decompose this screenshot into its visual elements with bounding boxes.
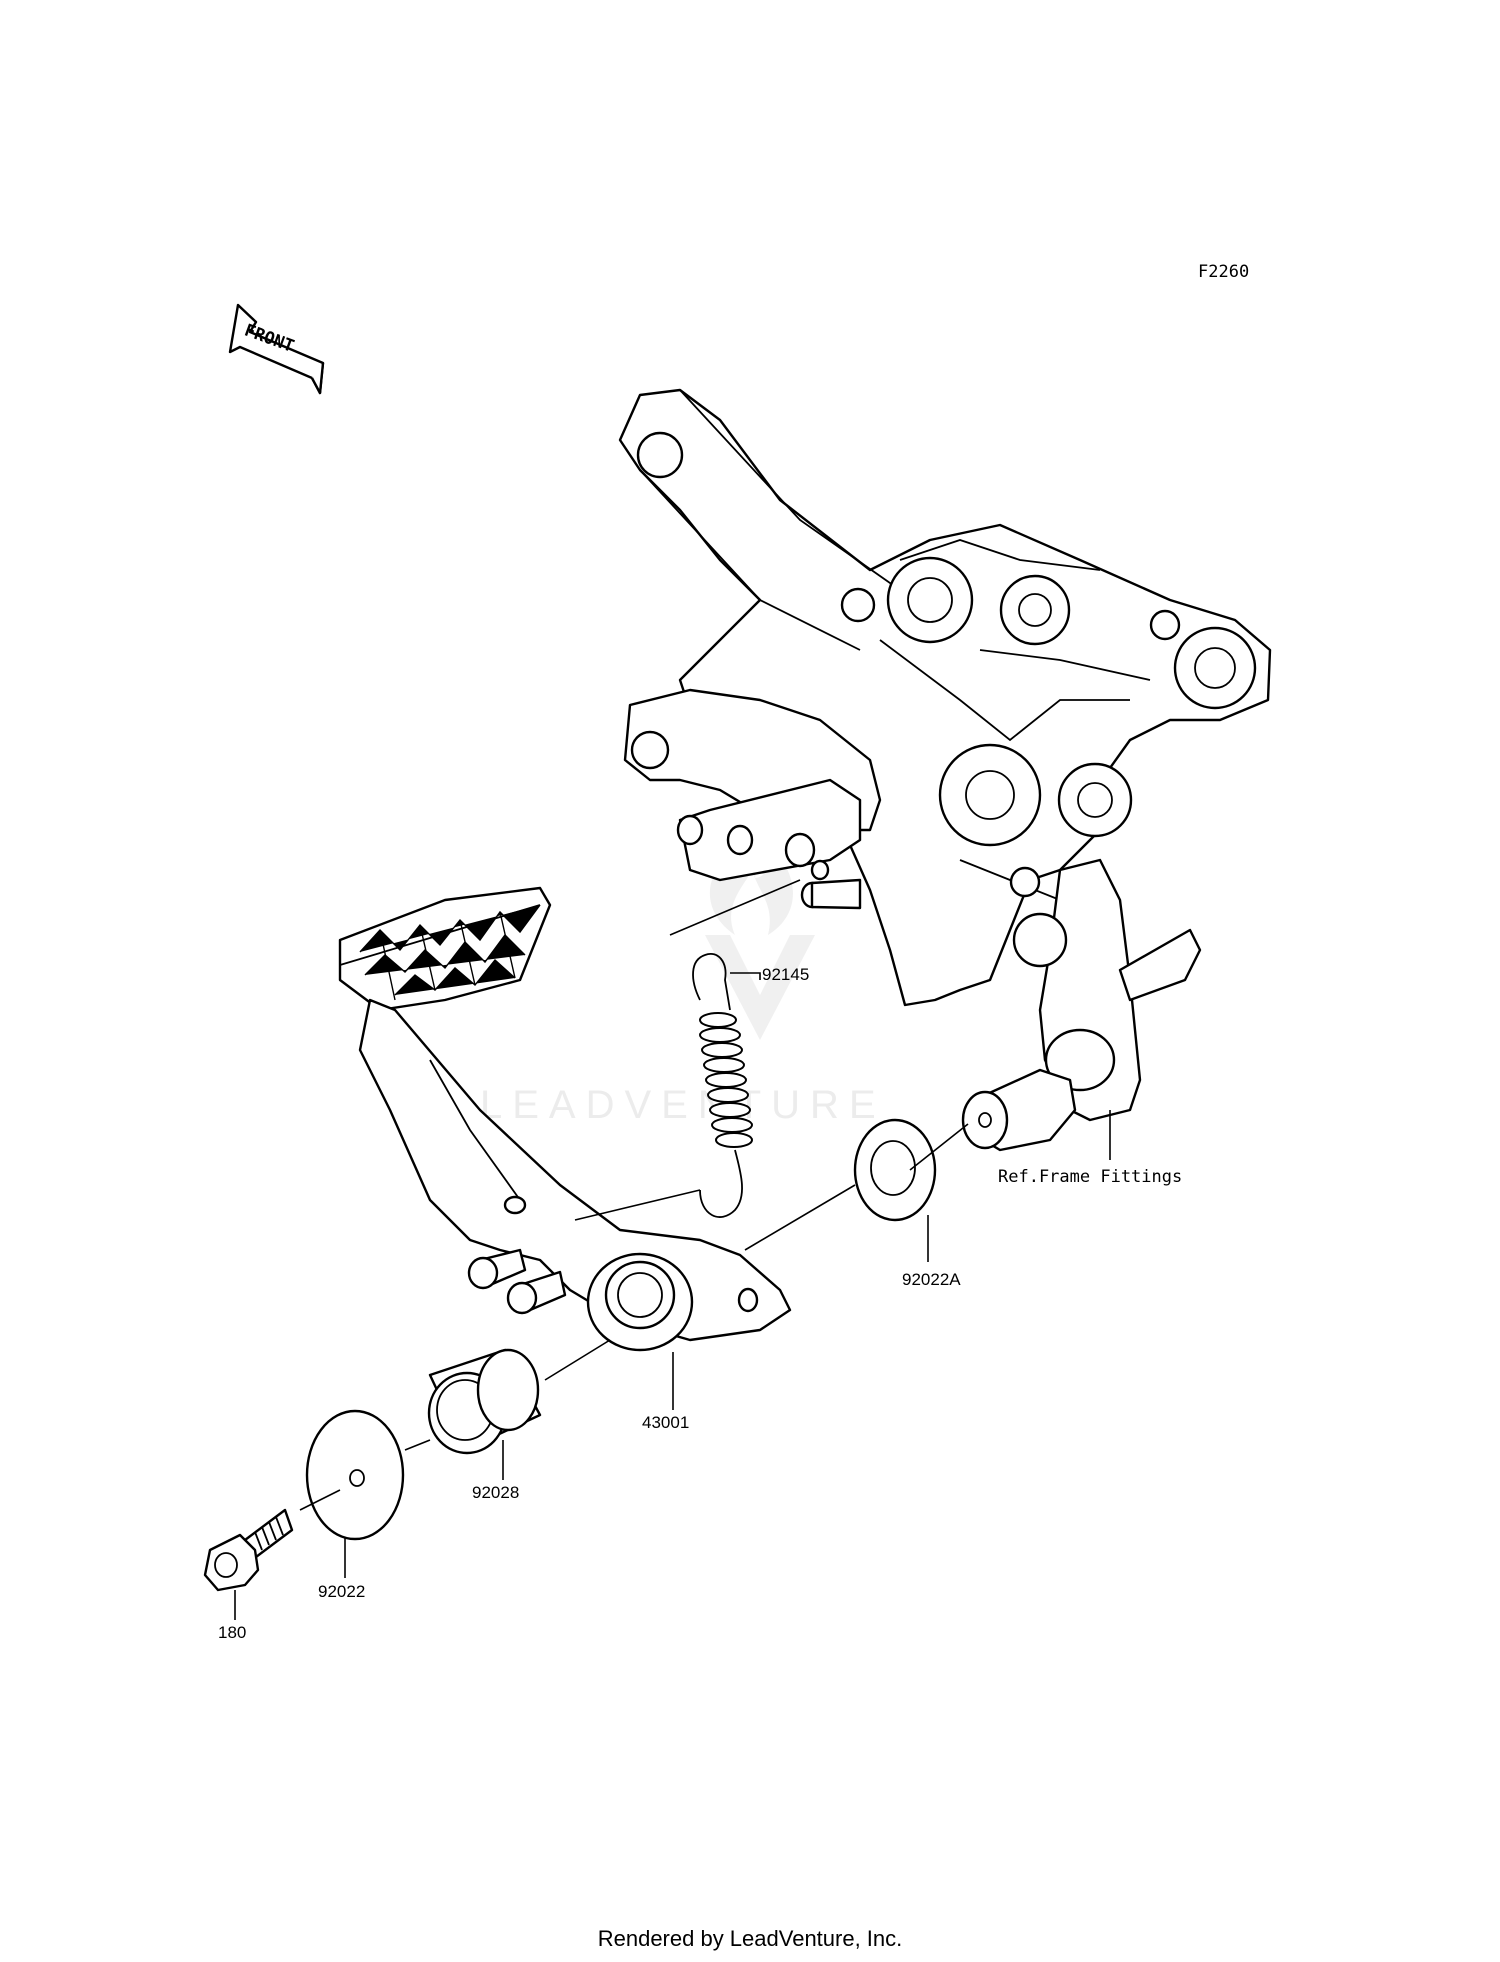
diagram-code: F2260 — [1198, 262, 1249, 282]
frame-bracket — [618, 388, 1272, 1152]
watermark: LEADVENTURE — [480, 847, 886, 1127]
washer-92022 — [305, 1409, 405, 1541]
watermark-text: LEADVENTURE — [480, 1083, 886, 1127]
return-spring — [692, 953, 753, 1218]
leader-lines — [234, 879, 1111, 1620]
callout-180: 180 — [218, 1623, 246, 1642]
brake-pedal — [338, 886, 792, 1352]
collar-92028 — [427, 1348, 542, 1455]
footer-credit: Rendered by LeadVenture, Inc. — [597, 1926, 903, 1951]
callout-43001: 43001 — [642, 1413, 689, 1432]
front-arrow-icon: FRONT — [228, 303, 325, 395]
washer-92022a — [853, 1118, 937, 1222]
callout-92022a: 92022A — [902, 1270, 961, 1289]
callout-92145: 92145 — [762, 965, 809, 984]
reference-label: Ref.Frame Fittings — [998, 1167, 1182, 1187]
callout-92028: 92028 — [472, 1483, 519, 1502]
callout-92022: 92022 — [318, 1582, 365, 1601]
bolt-180 — [203, 1508, 294, 1592]
